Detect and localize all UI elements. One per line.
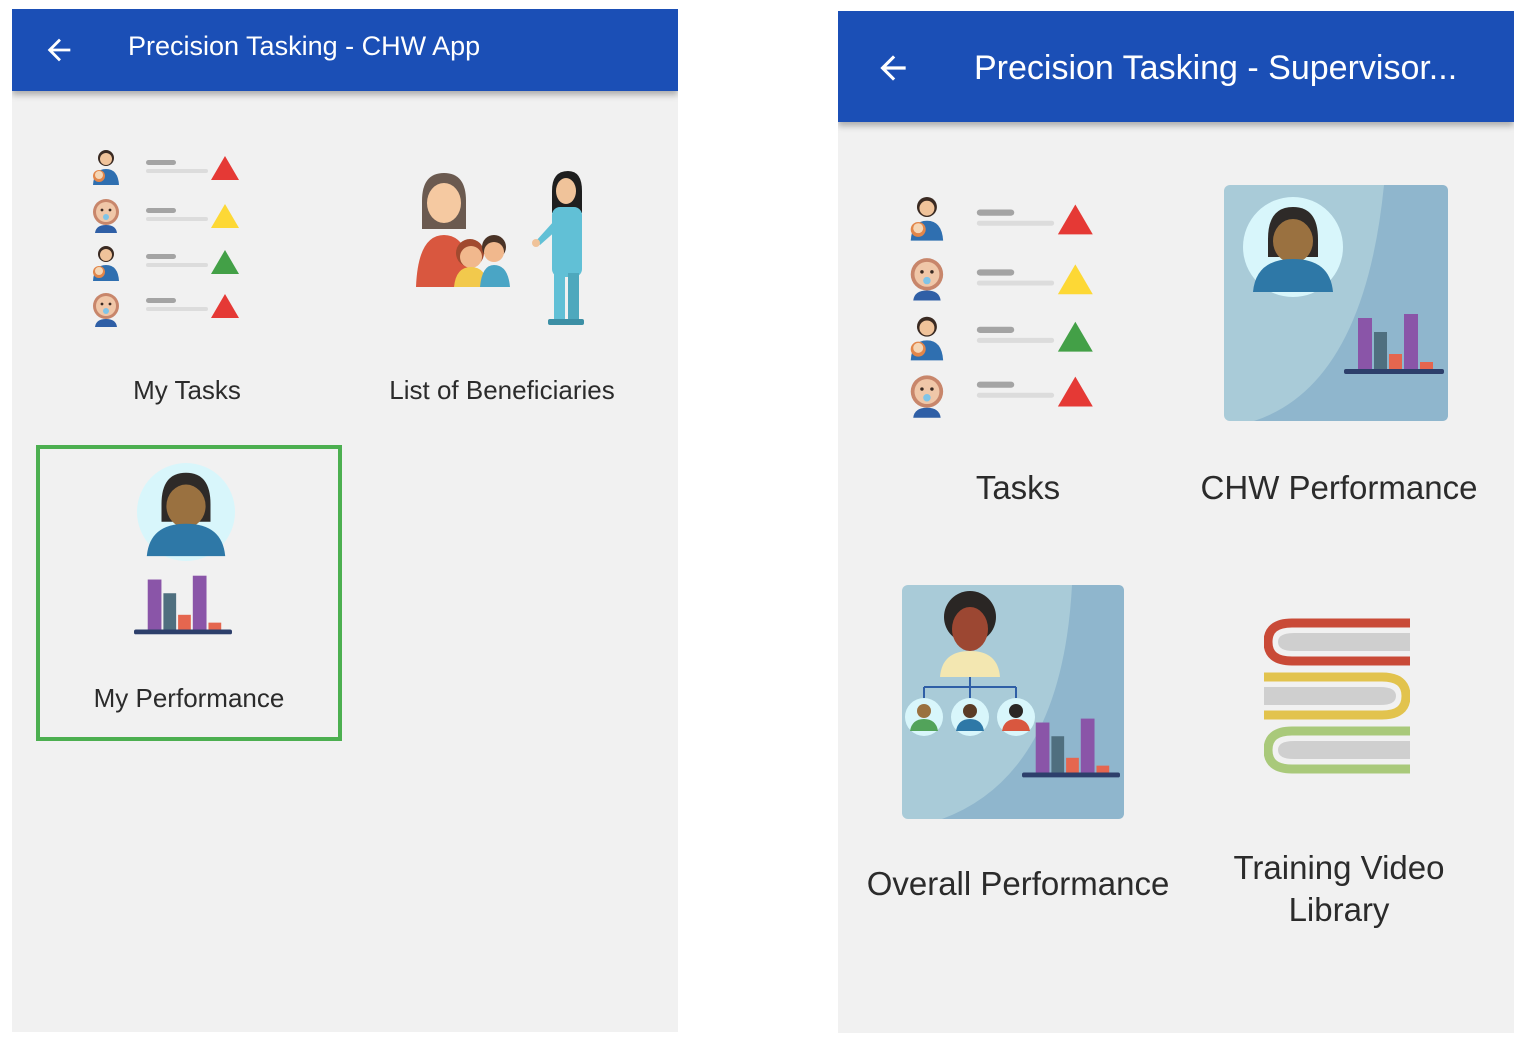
chw-app-screen: Precision Tasking - CHW App My Tasks bbox=[12, 9, 678, 1032]
chw-performance-tile[interactable]: CHW Performance bbox=[1184, 181, 1494, 521]
chw-performance-icon bbox=[1224, 185, 1448, 421]
app-bar: Precision Tasking - CHW App bbox=[12, 9, 678, 91]
app-title: Precision Tasking - Supervisor... bbox=[974, 49, 1458, 87]
my-tasks-tile[interactable]: My Tasks bbox=[42, 139, 332, 419]
task-list-icon bbox=[93, 150, 239, 327]
training-video-library-tile[interactable]: Training Video Library bbox=[1184, 581, 1494, 931]
arrow-left-icon[interactable] bbox=[42, 33, 76, 67]
tile-label: CHW Performance bbox=[1200, 469, 1478, 506]
arrow-left-icon[interactable] bbox=[874, 49, 912, 87]
supervisor-app-screen: Precision Tasking - Supervisor... Tasks bbox=[838, 11, 1514, 1033]
tasks-tile[interactable]: Tasks bbox=[858, 181, 1178, 521]
my-performance-tile[interactable]: My Performance bbox=[36, 445, 342, 741]
tile-label: My Performance bbox=[93, 683, 285, 713]
list-of-beneficiaries-tile[interactable]: List of Beneficiaries bbox=[352, 139, 652, 419]
tile-label-line-2: Library bbox=[1288, 891, 1390, 928]
app-bar: Precision Tasking - Supervisor... bbox=[838, 11, 1514, 122]
beneficiaries-icon bbox=[416, 171, 584, 325]
overall-performance-tile[interactable]: Overall Performance bbox=[848, 581, 1188, 931]
overall-performance-icon bbox=[902, 585, 1124, 819]
tile-label: Overall Performance bbox=[866, 865, 1170, 902]
tile-label-line-1: Training Video bbox=[1233, 849, 1445, 886]
tile-label: List of Beneficiaries bbox=[389, 375, 615, 405]
tile-label: Tasks bbox=[975, 469, 1061, 506]
tile-label: My Tasks bbox=[133, 375, 241, 405]
bar-chart-icon bbox=[134, 575, 232, 635]
app-title: Precision Tasking - CHW App bbox=[128, 31, 481, 61]
task-list-icon bbox=[910, 197, 1093, 418]
selection-highlight bbox=[36, 445, 342, 741]
books-icon bbox=[1264, 618, 1410, 774]
person-avatar-icon bbox=[137, 463, 235, 561]
